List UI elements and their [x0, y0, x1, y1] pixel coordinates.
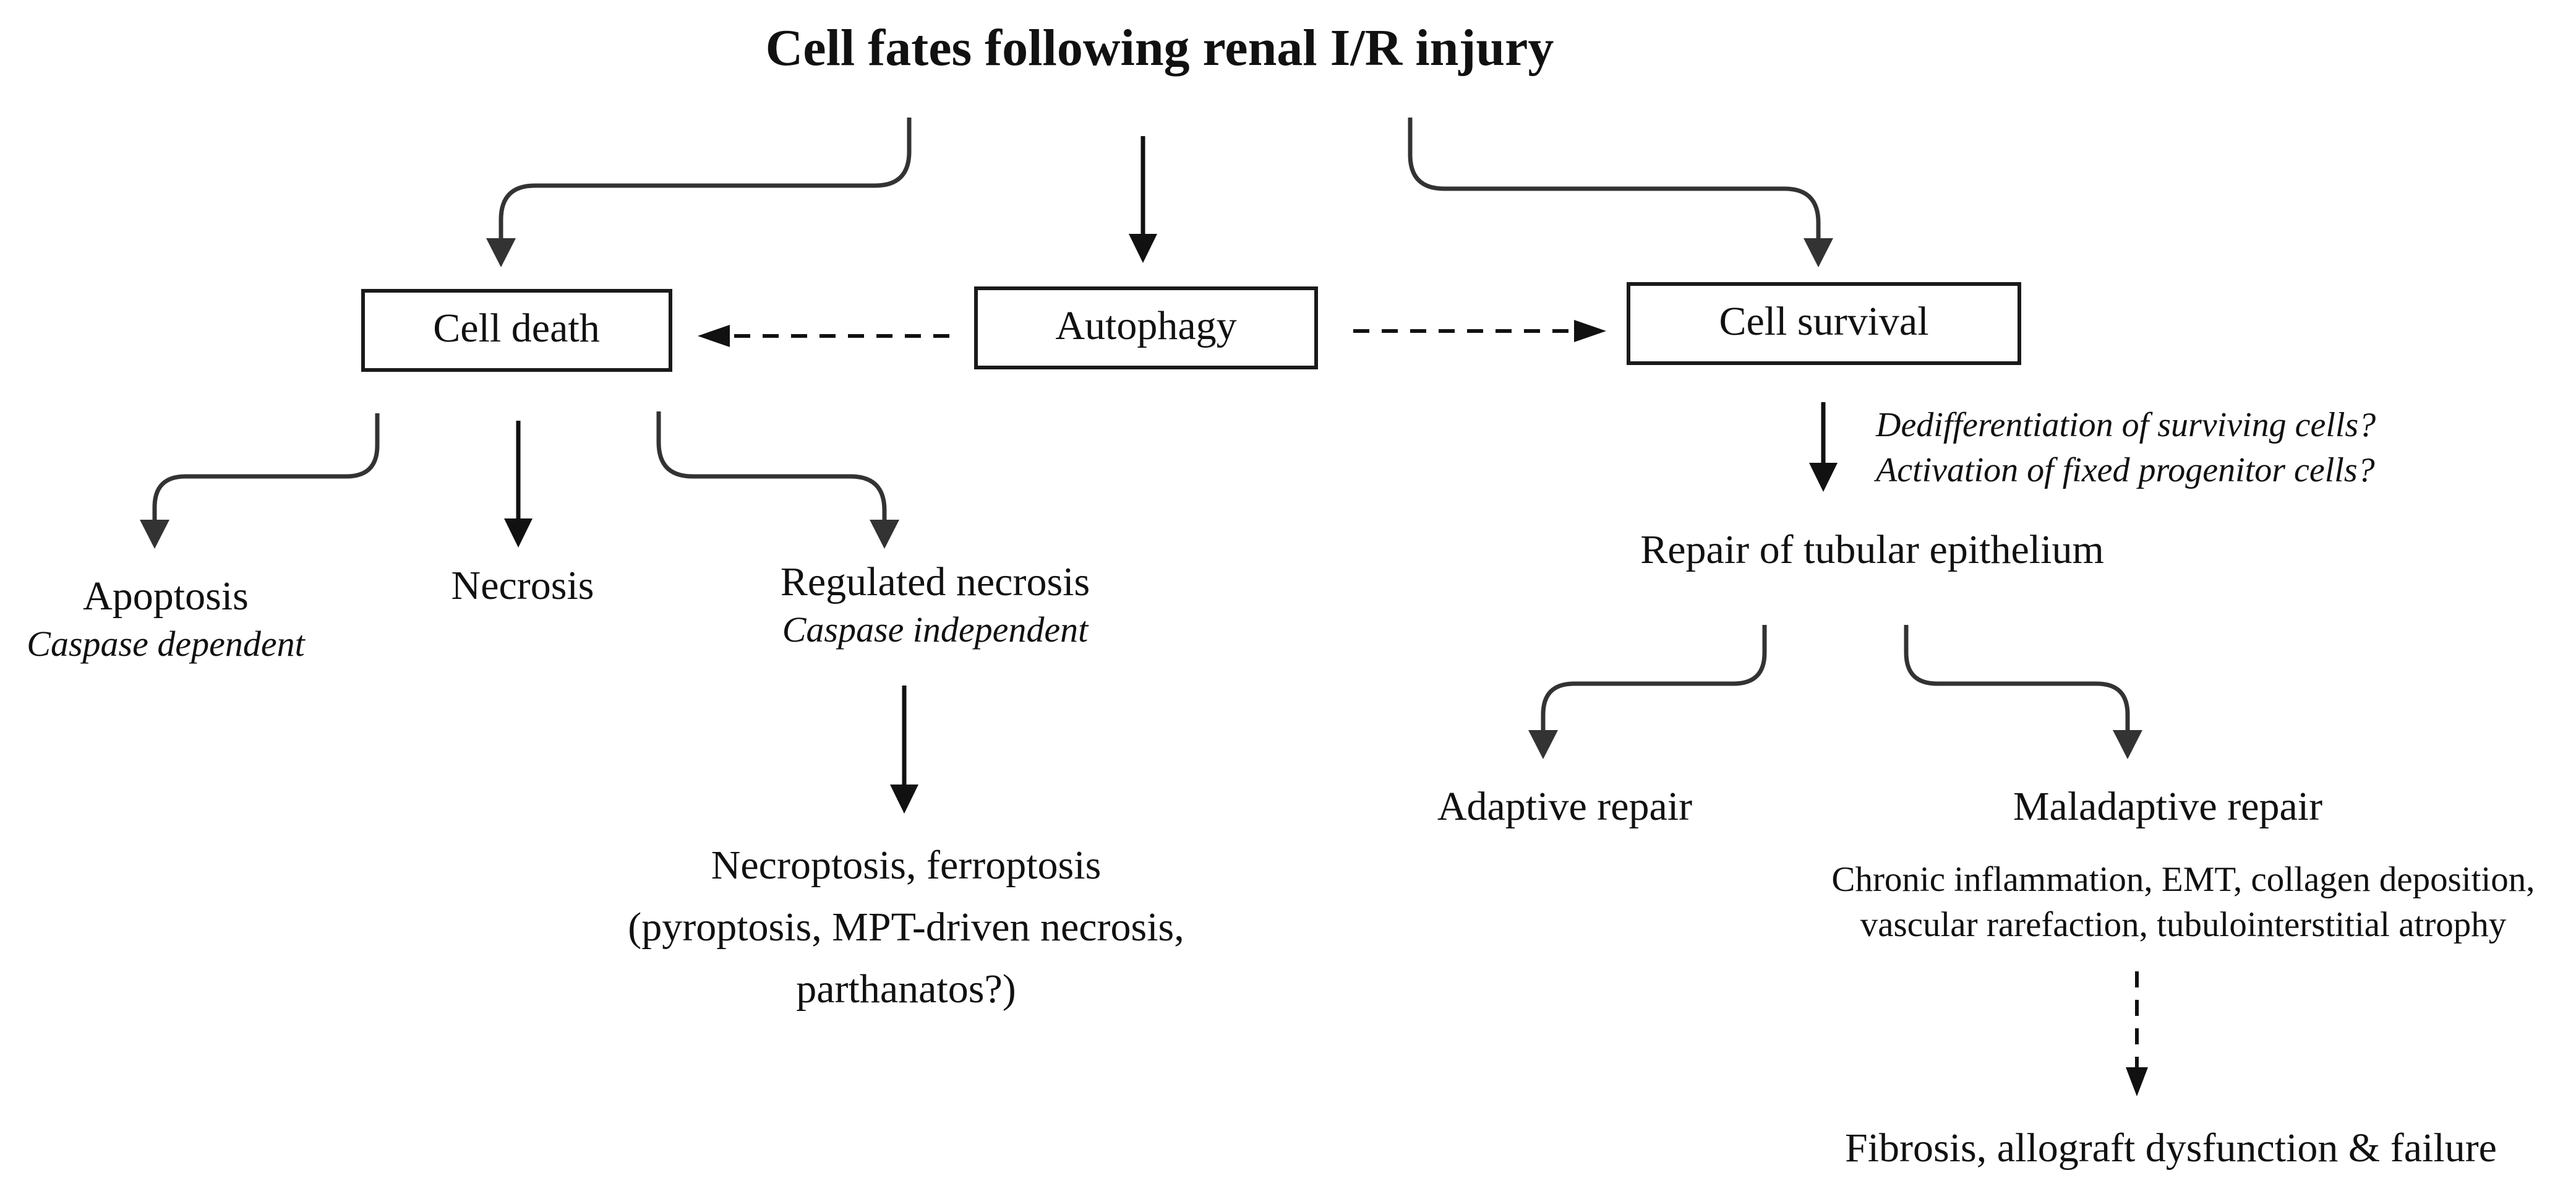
autophagy-box: Autophagy: [974, 286, 1318, 369]
cell-death-box: Cell death: [361, 289, 672, 372]
cell-survival-label: Cell survival: [1719, 299, 1928, 344]
forms-line-3: parthanatos?): [796, 966, 1016, 1012]
autophagy-label: Autophagy: [1055, 303, 1236, 348]
regulated-necrosis-forms: Necroptosis, ferroptosis (pyroptosis, MP…: [628, 843, 1184, 1012]
adaptive-repair-label: Adaptive repair: [1437, 784, 1692, 829]
forms-line-2: (pyroptosis, MPT-driven necrosis,: [628, 905, 1184, 950]
maladaptive-detail-1: Chronic inflammation, EMT, collagen depo…: [1831, 860, 2535, 899]
arrow-title-to-autophagy: [1129, 136, 1157, 263]
regulated-necrosis-subtitle: Caspase independent: [782, 609, 1089, 650]
arrow-repair-to-maladaptive: [1904, 625, 2142, 759]
forms-line-1: Necroptosis, ferroptosis: [711, 843, 1102, 888]
regulated-necrosis-label: Regulated necrosis: [781, 559, 1090, 604]
maladaptive-detail-2: vascular rarefaction, tubulointerstitial…: [1860, 905, 2507, 944]
arrow-title-to-cell-death: [486, 118, 912, 267]
apoptosis-subtitle: Caspase dependent: [27, 624, 306, 664]
dashed-arrow-to-outcome: [2126, 971, 2148, 1096]
apoptosis-label: Apoptosis: [83, 574, 249, 619]
diagram-title: Cell fates following renal I/R injury: [766, 19, 1554, 77]
outcome-label: Fibrosis, allograft dysfunction & failur…: [1845, 1125, 2497, 1171]
cell-survival-box: Cell survival: [1627, 282, 2021, 365]
survival-note-2: Activation of fixed progenitor cells?: [1873, 451, 2375, 489]
maladaptive-repair-label: Maladaptive repair: [2013, 784, 2322, 829]
arrow-cell-death-to-necrosis: [504, 421, 533, 548]
dashed-arrow-autophagy-to-cell-death: [698, 325, 949, 347]
repair-label: Repair of tubular epithelium: [1640, 527, 2104, 572]
arrow-cell-death-to-apoptosis: [140, 413, 380, 549]
cell-death-label: Cell death: [433, 306, 599, 351]
arrow-cell-survival-to-repair: [1809, 402, 1838, 492]
arrow-title-to-cell-survival: [1408, 118, 1833, 267]
arrow-regulated-necrosis-to-forms: [890, 686, 918, 814]
arrow-cell-death-to-regulated-necrosis: [656, 411, 899, 549]
necrosis-label: Necrosis: [451, 563, 594, 608]
survival-note-1: Dedifferentiation of surviving cells?: [1875, 406, 2376, 444]
arrow-repair-to-adaptive: [1528, 625, 1767, 759]
dashed-arrow-autophagy-to-cell-survival: [1353, 320, 1606, 342]
